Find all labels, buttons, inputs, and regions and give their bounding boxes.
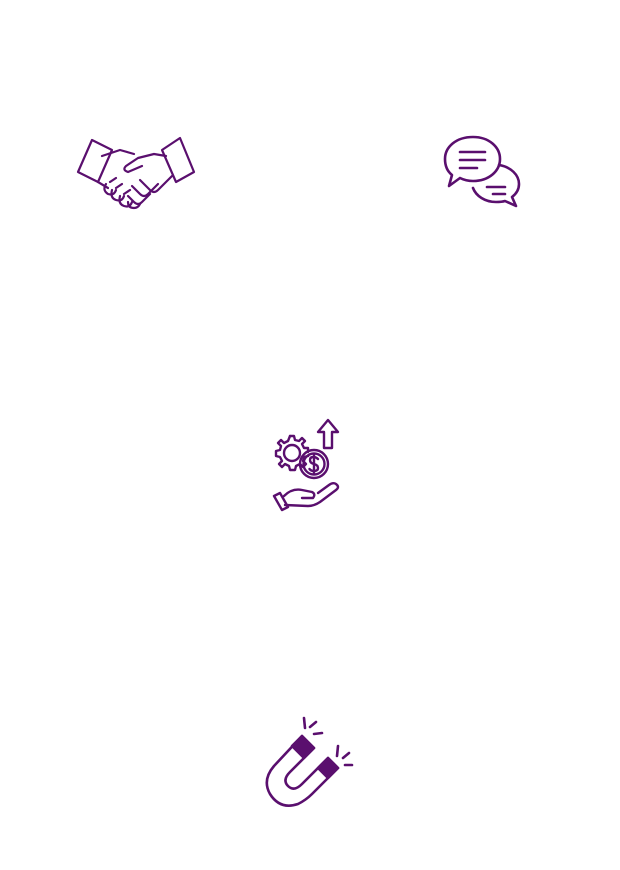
chat-bubbles-icon bbox=[441, 133, 523, 211]
money-growth-icon bbox=[268, 416, 344, 514]
magnet-icon bbox=[258, 714, 356, 810]
handshake-icon bbox=[74, 132, 198, 212]
